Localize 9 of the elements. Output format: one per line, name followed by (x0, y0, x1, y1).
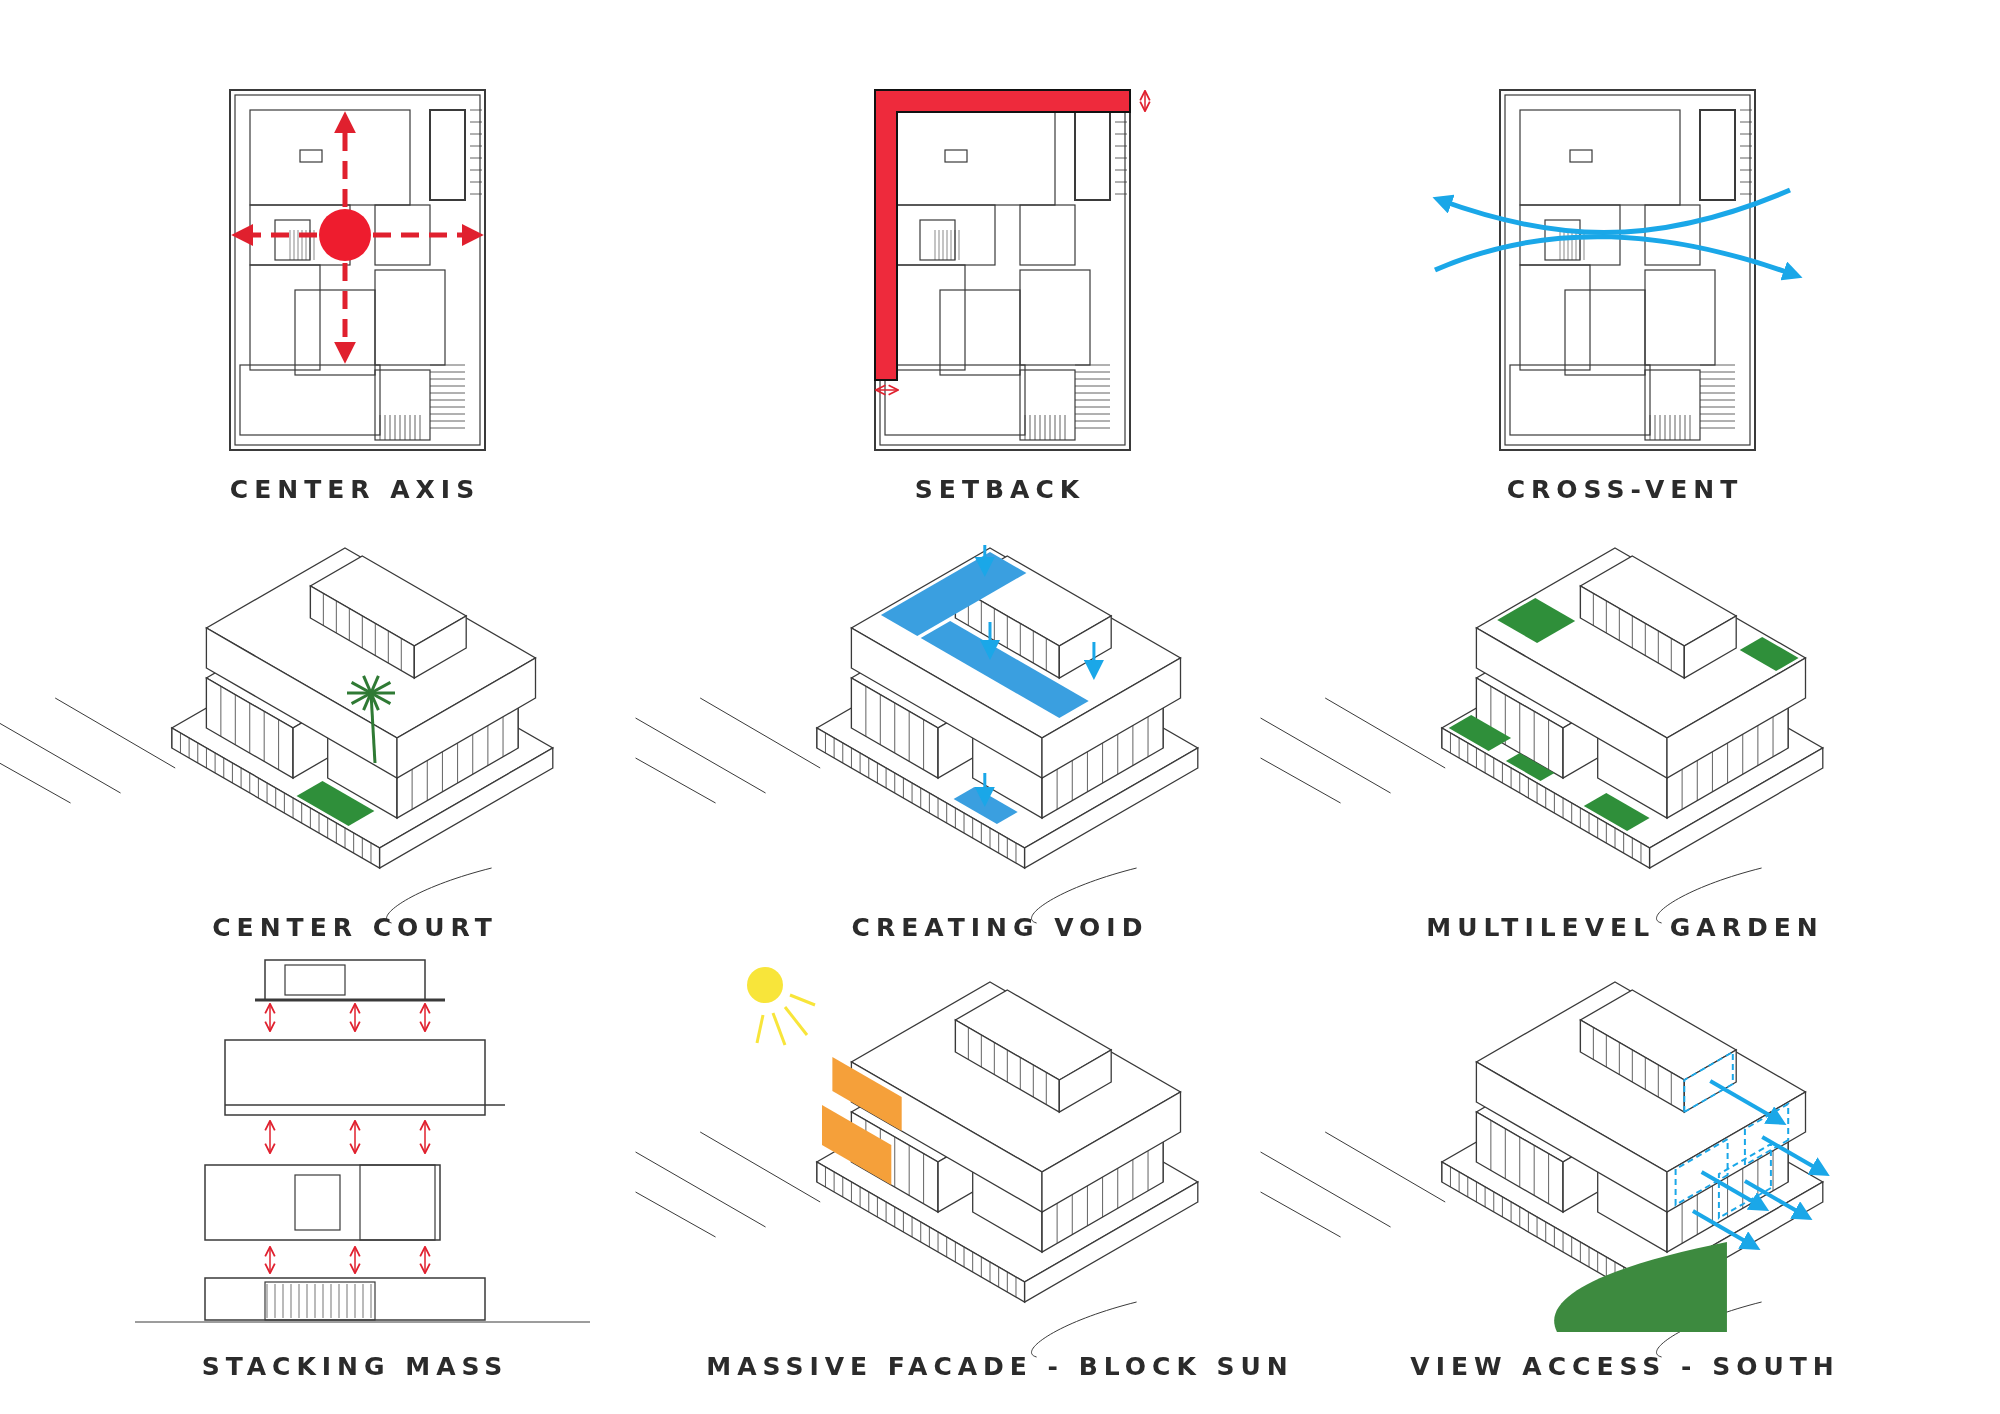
panel-caption: MASSIVE FACADE - BLOCK SUN (706, 1352, 1294, 1381)
panel-caption: CROSS-VENT (1506, 475, 1744, 504)
panel-caption: CREATING VOID (851, 913, 1149, 942)
panel-caption: STACKING MASS (201, 1352, 509, 1381)
panel-caption: SETBACK (914, 475, 1086, 504)
panel-caption: CENTER AXIS (229, 475, 481, 504)
panel-caption: VIEW ACCESS - SOUTH (1410, 1352, 1840, 1381)
panel-caption: CENTER COURT (212, 913, 498, 942)
panel-caption: MULTILEVEL GARDEN (1426, 913, 1824, 942)
